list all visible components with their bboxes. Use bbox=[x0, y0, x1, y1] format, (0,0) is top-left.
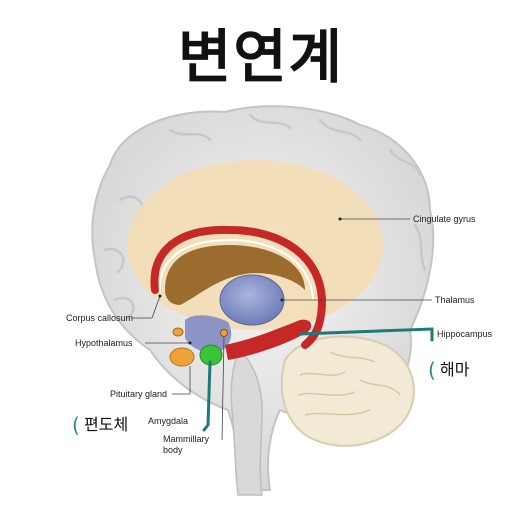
brainstem bbox=[230, 348, 263, 496]
page-title: 변연계 bbox=[177, 23, 345, 91]
label-pituitary-gland: Pituitary gland bbox=[110, 389, 167, 399]
amygdala-paren-mark: ( bbox=[72, 413, 80, 437]
corpus-callosum bbox=[150, 225, 327, 349]
cerebellum bbox=[280, 335, 415, 447]
hippocampus bbox=[225, 319, 312, 360]
ventricle bbox=[165, 245, 305, 305]
corpus-callosum-inner bbox=[158, 238, 314, 301]
korean-label-amygdala: 편도체 bbox=[84, 415, 128, 434]
label-mammillary-line1: Mammillary bbox=[163, 434, 209, 444]
thalamus bbox=[219, 274, 285, 326]
mammillary-body bbox=[220, 329, 228, 337]
korean-label-hippocampus: 해마 bbox=[440, 360, 470, 379]
label-amygdala: Amygdala bbox=[148, 416, 188, 426]
label-hypothalamus: Hypothalamus bbox=[75, 338, 133, 348]
gyri-lines bbox=[103, 113, 427, 320]
label-hippocampus: Hippocampus bbox=[437, 329, 493, 339]
label-cingulate-gyrus: Cingulate gyrus bbox=[413, 214, 476, 224]
cerebellum-folia bbox=[297, 351, 401, 416]
anterior-nucleus bbox=[172, 327, 184, 337]
hypothalamus bbox=[185, 315, 232, 353]
hippocampus-paren-mark: ( bbox=[428, 358, 436, 382]
label-corpus-callosum: Corpus callosum bbox=[66, 313, 133, 323]
pituitary-gland bbox=[169, 347, 195, 367]
label-mammillary-line2: body bbox=[163, 445, 183, 455]
label-thalamus: Thalamus bbox=[435, 295, 475, 305]
teal-pointers bbox=[202, 327, 434, 432]
